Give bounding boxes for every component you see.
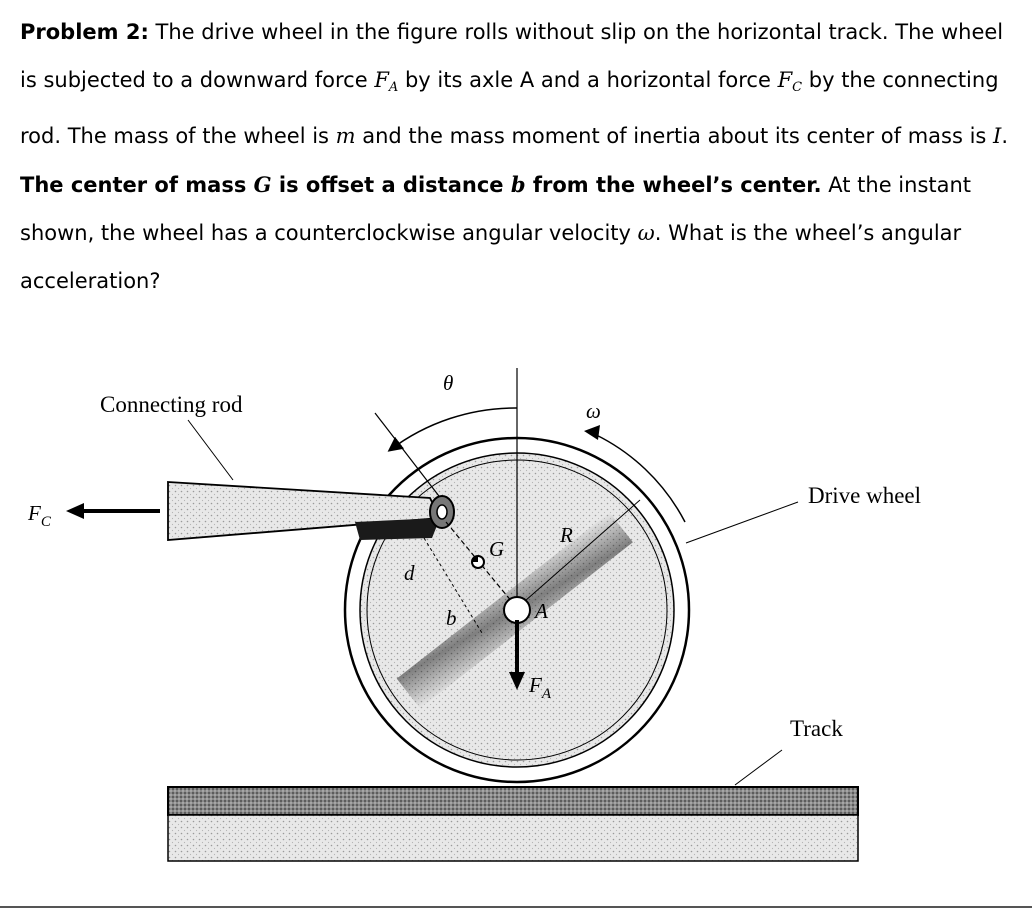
text-3: by the connecting rod. The mass of the w… xyxy=(20,68,999,149)
force-fc-subscript: C xyxy=(41,514,52,530)
rod-pin-reference-line xyxy=(374,412,443,501)
symbol-m: m xyxy=(335,124,356,149)
radius-line xyxy=(516,499,641,609)
bold-statement: The center of mass G is offset a distanc… xyxy=(20,171,822,197)
symbol-fc-letter: F xyxy=(777,68,793,93)
bold-b: is offset a distance xyxy=(271,172,511,197)
dimension-d-label: d xyxy=(404,561,415,585)
offset-line xyxy=(445,521,518,609)
text-5: . xyxy=(1001,124,1009,149)
text-6: At the instant shown, the wheel has a co… xyxy=(20,172,972,245)
bottom-rule xyxy=(0,906,1032,908)
force-fa-letter: F xyxy=(528,673,542,697)
problem-statement: Problem 2: The drive wheel in the figure… xyxy=(20,8,1020,305)
dimension-b-label: b xyxy=(446,606,457,630)
text-7: . What is the wheel’s angular accelerati… xyxy=(20,220,962,294)
center-of-mass-label: G xyxy=(489,537,504,561)
force-fc-label: FC xyxy=(27,501,52,530)
force-fa-subscript: A xyxy=(541,686,552,702)
drive-wheel-label: Drive wheel xyxy=(808,483,921,508)
text-4: and the mass moment of inertia about its… xyxy=(355,124,994,149)
drive-wheel-figure: θ ω Connecting rod FC d b G R A FA Drive… xyxy=(27,368,921,862)
text-2: by its axle A and a horizontal force xyxy=(398,68,778,93)
omega-arc xyxy=(589,431,686,523)
symbol-g: G xyxy=(253,171,272,197)
force-fa-arrowhead xyxy=(509,672,525,690)
radius-label: R xyxy=(559,523,573,547)
connecting-rod-leader xyxy=(187,419,234,481)
center-of-mass-quadrant xyxy=(472,556,478,562)
connecting-rod-label: Connecting rod xyxy=(100,392,243,417)
symbol-fa-sub: A xyxy=(388,80,399,96)
rod-pin-hole xyxy=(436,504,448,520)
bold-a: The center of mass xyxy=(20,172,254,197)
track xyxy=(167,786,859,862)
symbol-omega: ω xyxy=(637,220,655,245)
theta-arc xyxy=(387,407,518,452)
omega-arrowhead xyxy=(584,425,600,440)
omega-label: ω xyxy=(586,399,601,423)
track-label: Track xyxy=(790,716,843,741)
symbol-i: I xyxy=(993,124,1002,149)
force-fa-label: FA xyxy=(528,673,552,702)
force-fc-letter: F xyxy=(27,501,41,525)
track-rail xyxy=(167,786,859,816)
connecting-rod xyxy=(167,481,455,541)
force-fc-arrowhead xyxy=(66,503,84,519)
problem-heading: Problem 2: xyxy=(20,20,149,44)
symbol-fc: FC xyxy=(777,68,803,96)
bold-c: from the wheel’s center. xyxy=(525,172,822,197)
symbol-fc-sub: C xyxy=(792,80,803,96)
track-leader xyxy=(734,749,783,786)
dimension-b-line xyxy=(423,537,483,634)
theta-label: θ xyxy=(443,371,453,395)
drive-wheel-leader xyxy=(685,501,799,544)
symbol-b: b xyxy=(510,171,526,197)
symbol-fa: FA xyxy=(374,68,399,96)
symbol-fa-letter: F xyxy=(374,68,389,93)
track-base xyxy=(167,814,859,862)
rod-end-shadow xyxy=(355,518,440,540)
text-1: The drive wheel in the figure rolls with… xyxy=(20,20,1004,93)
axle-label: A xyxy=(533,599,548,623)
axle-marker xyxy=(503,596,531,624)
